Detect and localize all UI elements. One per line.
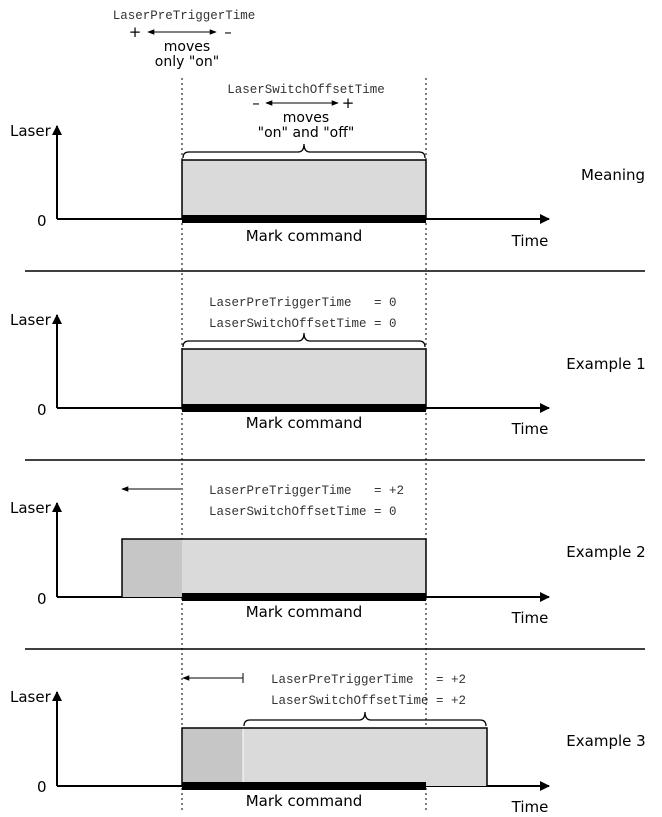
- mark-command-label: Mark command: [246, 603, 363, 621]
- mark-command-bar: [182, 215, 426, 223]
- pretrigger-area: [122, 539, 182, 597]
- zero-label: 0: [37, 590, 47, 608]
- mark-command-label: Mark command: [246, 227, 363, 245]
- section-example-2: LaserPreTriggerTime = +2 LaserSwitchOffs…: [10, 484, 646, 627]
- zero-label: 0: [37, 778, 47, 796]
- minus-sign: –: [224, 23, 232, 41]
- offset-name: LaserSwitchOffsetTime: [227, 83, 385, 97]
- y-axis-label: Laser: [10, 499, 52, 517]
- laser-on-area: [181, 159, 427, 220]
- laser-outline: [181, 727, 488, 786]
- x-axis-label: Time: [511, 609, 549, 627]
- plus-sign: +: [342, 94, 355, 112]
- section-title: Example 3: [566, 732, 645, 750]
- plus-sign: +: [129, 23, 142, 41]
- parameter-line-2: LaserSwitchOffsetTime = 0: [209, 317, 397, 331]
- pretrigger-name: LaserPreTriggerTime: [113, 9, 256, 23]
- mark-command-bar: [182, 404, 426, 412]
- section-example-1: LaserPreTriggerTime = 0 LaserSwitchOffse…: [10, 296, 646, 438]
- laser-on-area: [243, 728, 487, 786]
- pretrigger-area: [182, 728, 243, 786]
- parameter-line-2: LaserSwitchOffsetTime = +2: [271, 694, 466, 708]
- mark-command-label: Mark command: [246, 792, 363, 810]
- parameter-line-2: LaserSwitchOffsetTime = 0: [209, 505, 397, 519]
- laser-on-area: [181, 348, 427, 409]
- parameter-line-1: LaserPreTriggerTime = +2: [209, 484, 404, 498]
- mark-command-bar: [182, 593, 426, 601]
- pretrigger-note-line2: only "on": [155, 54, 219, 70]
- y-axis-label: Laser: [10, 311, 52, 329]
- section-title: Example 2: [566, 543, 645, 561]
- brace: [243, 711, 487, 727]
- offset-note-line1: moves: [283, 110, 329, 126]
- pretrigger-legend: LaserPreTriggerTime + – moves only "on": [113, 9, 256, 70]
- minus-sign: –: [252, 94, 260, 112]
- pretrigger-note-line1: moves: [164, 39, 210, 55]
- section-example-3: LaserPreTriggerTime = +2 LaserSwitchOffs…: [10, 673, 646, 816]
- laser-on-area: [182, 539, 426, 597]
- parameter-line-1: LaserPreTriggerTime = +2: [271, 673, 466, 687]
- section-title: Meaning: [581, 166, 645, 184]
- x-axis-label: Time: [511, 232, 549, 250]
- mark-command-bar: [182, 782, 426, 790]
- brace: [182, 332, 426, 348]
- section-meaning: LaserSwitchOffsetTime – + moves "on" and…: [10, 83, 645, 250]
- y-axis-label: Laser: [10, 122, 52, 140]
- zero-label: 0: [37, 212, 47, 230]
- offset-note-line2: "on" and "off": [258, 125, 355, 141]
- parameter-line-1: LaserPreTriggerTime = 0: [209, 296, 397, 310]
- section-title: Example 1: [566, 355, 645, 373]
- y-axis-label: Laser: [10, 688, 52, 706]
- zero-label: 0: [37, 401, 47, 419]
- x-axis-label: Time: [511, 798, 549, 816]
- brace: [182, 143, 426, 159]
- laser-outline: [121, 538, 427, 597]
- mark-command-label: Mark command: [246, 414, 363, 432]
- x-axis-label: Time: [511, 420, 549, 438]
